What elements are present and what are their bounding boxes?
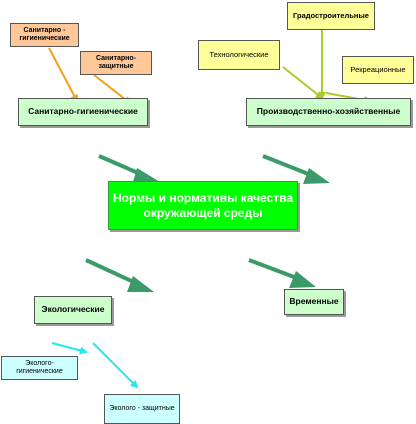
arrow-ekologo-zashchitnye [92,342,139,389]
node-label: Временные [289,296,339,307]
arrow-tekhnologicheskie [282,66,324,100]
node-label: Эколого-гигиенические [16,359,63,375]
center-title: Нормы и нормативы качества окружающей ср… [113,191,293,220]
green-arrow-upper-right [262,154,330,184]
node-label: Санитарно-гигиенические [28,106,138,117]
node-label: Санитарно-защитные [96,54,136,70]
green-arrow-lower-right [248,258,316,288]
green-arrow-upper-left [98,154,160,182]
node-gradostroitelnye: Градостроительные [287,2,375,30]
node-ekologicheskie: Экологические [34,296,112,324]
node-tekhnologicheskie: Технологические [198,40,280,70]
node-label: Санитарно - гигиенические [19,26,70,42]
node-ekologo-gigienicheskie: Эколого-гигиенические [1,356,78,380]
node-ekologo-zashchitnye: Эколого - защитные [104,394,180,424]
node-sanitarno-gigienicheskie-small: Санитарно - гигиенические [10,23,79,47]
node-proizvodstvenno-khozyaystvennye: Производственно-хозяйственные [246,98,411,126]
node-label: Технологические [209,49,269,59]
node-sanitarno-gigienicheskie: Санитарно-гигиенические [18,98,148,126]
arrow-ekologo-gigienicheskie [51,342,88,355]
node-label: Эколого - защитные [109,404,175,412]
node-label: Производственно-хозяйственные [256,106,401,117]
node-rekreatsionnye: Рекреационные [342,56,414,84]
node-vremennye: Временные [284,289,344,315]
node-sanitarno-zashchitnye: Санитарно-защитные [80,51,152,75]
node-label: Рекреационные [350,64,406,74]
node-label: Экологические [41,304,105,315]
green-arrow-lower-left [85,258,154,292]
node-center: Нормы и нормативы качества окружающей ср… [108,181,298,230]
node-label: Градостроительные [293,11,369,20]
arrow-sanitarno-gigienicheskie-small [48,47,78,103]
